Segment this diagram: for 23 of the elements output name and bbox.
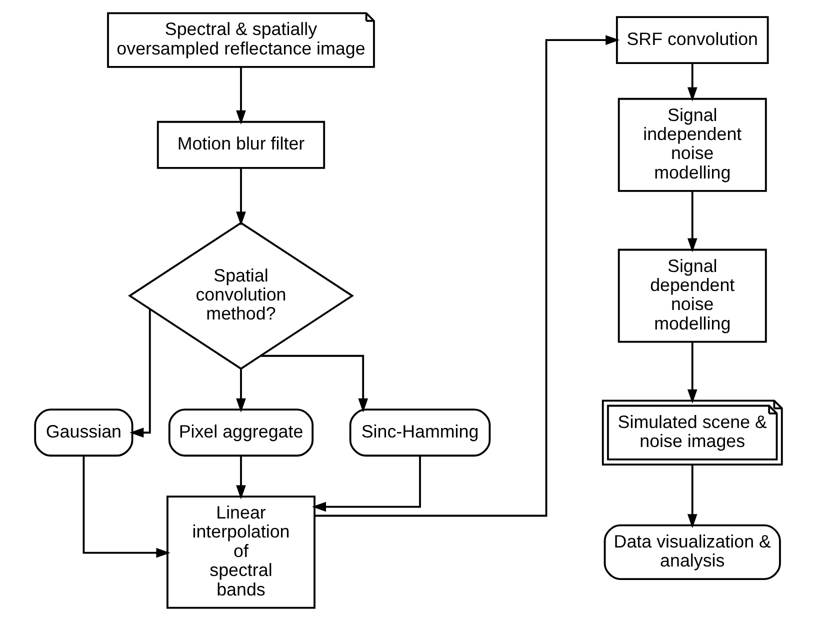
node-box: Sinc-Hamming xyxy=(349,408,491,457)
node-box: Data visualization & analysis xyxy=(604,524,781,580)
node-box: Motion blur filter xyxy=(156,120,326,169)
arrow xyxy=(314,35,620,517)
node-box: Signal independent noise modelling xyxy=(618,98,767,192)
arrow xyxy=(236,67,246,124)
arrow xyxy=(260,354,368,412)
arrow xyxy=(82,456,170,558)
arrow xyxy=(130,309,151,438)
arrow xyxy=(687,191,698,252)
node-box: Pixel aggregate xyxy=(168,408,314,457)
node-box: SRF convolution xyxy=(616,16,769,64)
arrow xyxy=(687,63,698,102)
arrow xyxy=(687,342,698,404)
node-diamond: Spatial convolution method? xyxy=(128,222,354,370)
node-box: Gaussian xyxy=(34,408,134,457)
arrow xyxy=(236,456,246,500)
node-box: Linear interpolation of spectral bands xyxy=(166,496,316,609)
arrow xyxy=(236,168,246,226)
node-box: Signal dependent noise modelling xyxy=(618,248,767,343)
arrow xyxy=(236,369,246,412)
arrow xyxy=(687,464,698,528)
arrow xyxy=(312,456,421,512)
